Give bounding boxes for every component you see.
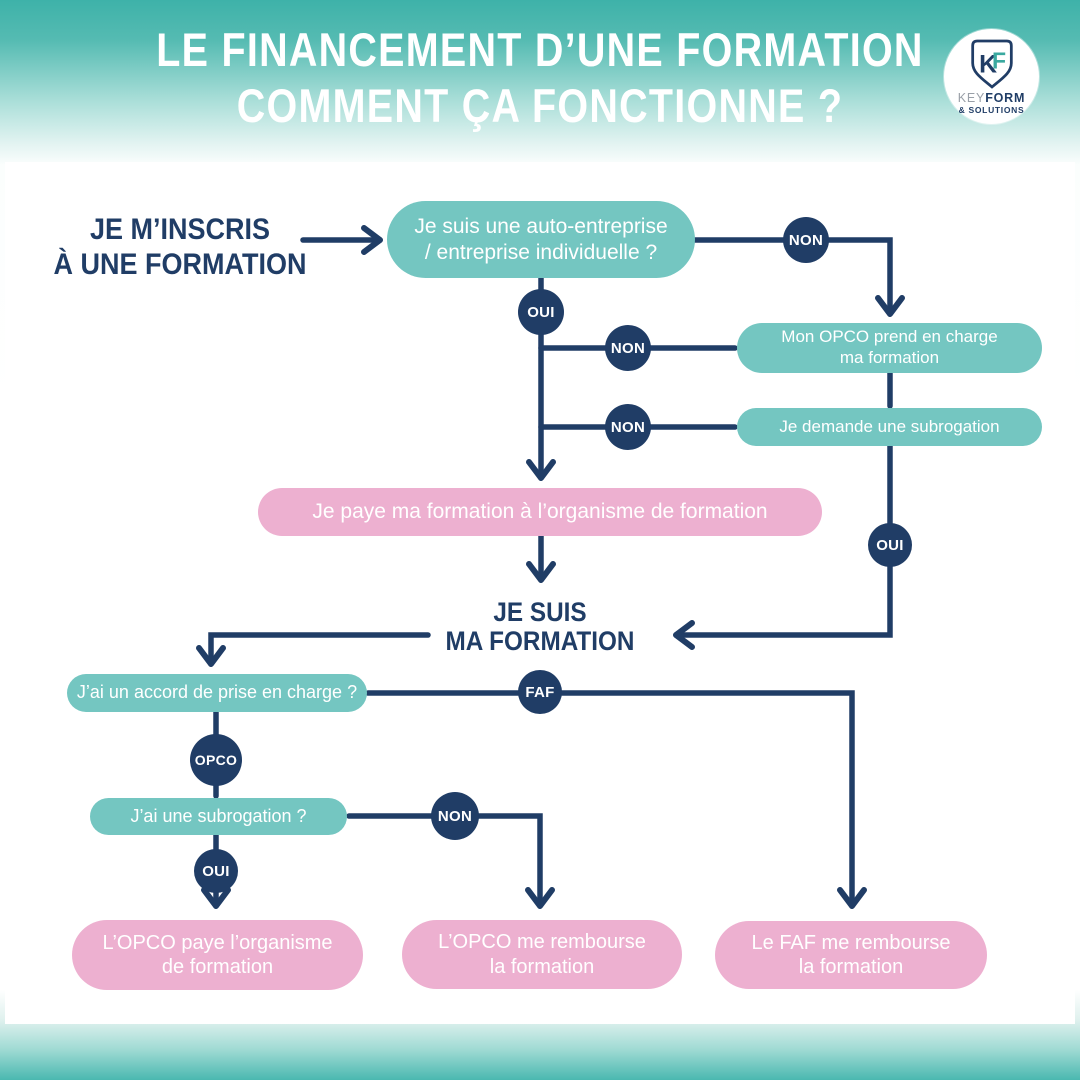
- logo-monogram-k: K: [979, 51, 997, 78]
- node-text: Le FAF me rembourse: [751, 931, 951, 954]
- node-text: J’ai un accord de prise en charge ?: [76, 682, 358, 703]
- node-question-subrogation: J’ai une subrogation ?: [90, 798, 347, 835]
- node-opco-rembourse: L’OPCO me rembourse la formation: [402, 920, 682, 989]
- connector-milestone-to-accord: [196, 632, 431, 667]
- connector-non-to-opco-charge: [692, 237, 905, 317]
- brand-name-key: KEY: [957, 91, 986, 105]
- node-text: Je demande une subrogation: [779, 416, 1000, 436]
- start-label-line-1: JE M’INSCRIS: [89, 213, 271, 246]
- kf-shield-icon: K F: [970, 39, 1013, 89]
- page-title-line-1: LE FINANCEMENT D’UNE FORMATION: [156, 23, 924, 76]
- badge-faf: FAF: [518, 670, 562, 714]
- node-opco-paye-organisme: L’OPCO paye l’organisme de formation: [72, 920, 363, 990]
- logo-monogram-f: F: [992, 48, 1006, 74]
- node-accord-prise-en-charge: J’ai un accord de prise en charge ?: [67, 674, 367, 712]
- page-title: LE FINANCEMENT D’UNE FORMATION COMMENT Ç…: [0, 22, 1080, 134]
- badge-non-branch2: NON: [605, 404, 651, 450]
- badge-non-subrogation: NON: [431, 792, 479, 840]
- node-text: Je paye ma formation à l’organisme de fo…: [312, 500, 768, 524]
- start-label-line-2: À UNE FORMATION: [53, 248, 307, 281]
- node-text: la formation: [798, 956, 904, 978]
- badge-oui-subrogation: OUI: [194, 849, 238, 893]
- badge-non-top: NON: [783, 217, 829, 263]
- milestone-label-line-1: JE SUIS: [493, 597, 587, 627]
- connector-non-to-opco-refund: [346, 813, 555, 909]
- node-je-paye-formation: Je paye ma formation à l’organisme de fo…: [258, 488, 822, 536]
- node-text: / entreprise individuelle ?: [424, 240, 658, 264]
- node-text: Mon OPCO prend en charge: [781, 327, 998, 347]
- badge-oui-right: OUI: [868, 523, 912, 567]
- start-label: JE M’INSCRIS À UNE FORMATION: [45, 212, 315, 282]
- node-text: J’ai une subrogation ?: [130, 805, 307, 826]
- node-text: L’OPCO me rembourse: [438, 931, 646, 954]
- node-text: ma formation: [839, 348, 940, 367]
- node-question-auto-entreprise: Je suis une auto-entreprise / entreprise…: [387, 201, 695, 278]
- brand-name-form: FORM: [985, 91, 1026, 105]
- badge-oui-main: OUI: [518, 289, 564, 335]
- brand-name: KEYFORM: [958, 92, 1025, 105]
- badge-non-branch1: NON: [605, 325, 651, 371]
- node-text: de formation: [161, 956, 274, 978]
- page-title-line-2: COMMENT ÇA FONCTIONNE ?: [236, 79, 844, 132]
- node-demande-subrogation: Je demande une subrogation: [737, 408, 1042, 446]
- connector-oui-right-to-milestone: [673, 443, 893, 650]
- node-text: la formation: [489, 955, 595, 978]
- milestone-label: JE SUIS MA FORMATION: [405, 598, 675, 656]
- brand-logo: K F KEYFORM & SOLUTIONS: [944, 29, 1039, 124]
- node-faf-rembourse: Le FAF me rembourse la formation: [715, 921, 987, 989]
- node-text: L’OPCO paye l’organisme: [102, 931, 333, 954]
- brand-name-solutions: & SOLUTIONS: [958, 105, 1025, 115]
- node-text: Je suis une auto-entreprise: [414, 214, 668, 238]
- milestone-label-line-2: MA FORMATION: [445, 626, 635, 656]
- badge-opco: OPCO: [190, 734, 242, 786]
- node-opco-prend-en-charge: Mon OPCO prend en charge ma formation: [737, 323, 1042, 373]
